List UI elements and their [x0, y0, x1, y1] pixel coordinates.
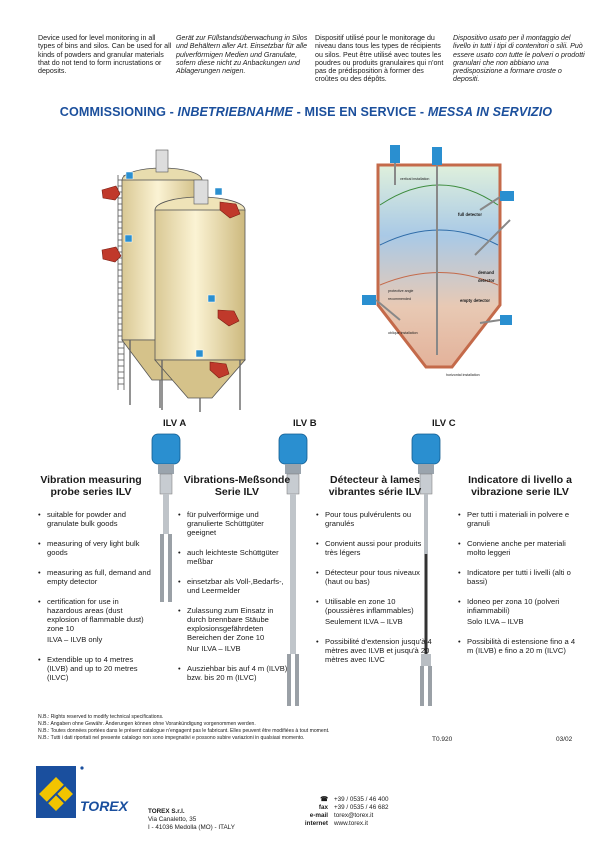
- list-item: •Possibilità di estensione fino a 4 m (I…: [458, 637, 576, 655]
- column-title-italian: Indicatore di livello a vibrazione serie…: [468, 474, 572, 498]
- list-item: •Utilisable en zone 10 (poussières infla…: [316, 597, 414, 626]
- list-item: •für pulverförmige und granulierte Schüt…: [178, 510, 264, 537]
- list-item: •Extendible up to 4 metres (ILVB) and up…: [38, 655, 138, 682]
- feature-list-english: •suitable for powder and granulate bulk …: [38, 510, 156, 693]
- website-link[interactable]: www.torex.it: [334, 820, 368, 827]
- phone-icon: ☎: [320, 796, 328, 803]
- list-item: •Conviene anche per materiali molto legg…: [458, 539, 566, 557]
- list-item: •einsetzbar als Voll-,Bedarfs-, und Leer…: [178, 577, 284, 595]
- company-city: I - 41036 Medolla (MO) - ITALY: [148, 824, 235, 831]
- torex-logo: TOREX: [36, 762, 136, 822]
- email-label: e-mail: [309, 812, 328, 819]
- label-demand-detector: demand detector: [478, 270, 495, 283]
- company-address: TOREX S.r.l. Via Canaletto, 35 I - 41036…: [148, 808, 235, 832]
- list-item: •auch leichteste Schüttgüter meßbar: [178, 548, 279, 566]
- probe-ilv-c-image: [406, 430, 446, 710]
- list-item: •measuring of very light bulk goods: [38, 539, 140, 557]
- note-german: N.B.: Angaben ohne Gewähr. Änderungen kö…: [38, 721, 256, 728]
- intro-english: Device used for level monitoring in all …: [38, 34, 172, 76]
- list-item: •measuring as full, demand and empty det…: [38, 568, 151, 586]
- label-oblique-installation: oblique installation: [388, 331, 418, 335]
- title-french: - MISE EN SERVICE -: [292, 105, 428, 119]
- email-link[interactable]: torex@torex.it: [334, 812, 374, 819]
- contact-values: +39 / 0535 / 46 400 +39 / 0535 / 46 682 …: [334, 796, 388, 828]
- label-full-detector: full detector: [458, 212, 482, 217]
- list-item: •Pour tous pulvérulents ou granulés: [316, 510, 412, 528]
- contact-labels: ☎ fax e-mail internet: [270, 796, 328, 828]
- list-item: •Ausziehbar bis auf 4 m (ILVB) bzw. bis …: [178, 664, 288, 682]
- document-code: T0.920: [432, 736, 453, 743]
- note-french: N.B.: Toutes données portées dans le pré…: [38, 728, 330, 735]
- company-street: Via Canaletto, 35: [148, 816, 197, 823]
- list-item: •certification for use in hazardous area…: [38, 597, 144, 644]
- list-item: •Détecteur pour tous niveaux (haut ou ba…: [316, 568, 420, 586]
- feature-list-german: •für pulverförmige und granulierte Schüt…: [178, 510, 290, 693]
- title-english: COMMISSIONING -: [59, 105, 178, 119]
- intro-italian: Dispositivo usato per il montaggio del l…: [453, 34, 585, 84]
- feature-list-french: •Pour tous pulvérulents ou granulés •Con…: [316, 510, 434, 675]
- label-horizontal-installation: horizontal installation: [446, 373, 480, 377]
- list-item: •Convient aussi pour produits très léger…: [316, 539, 422, 557]
- note-italian: N.B.: Tutti i dati riportati nel present…: [38, 735, 305, 742]
- list-item: •Per tutti i materiali in polvere e gran…: [458, 510, 570, 528]
- intro-german: Gerät zur Füllstandsüberwachung in Silos…: [176, 34, 308, 76]
- label-empty-detector: empty detector: [460, 298, 491, 303]
- silo-cross-section-diagram: vertical installation full detector dema…: [360, 145, 520, 395]
- list-item: •Possibilité d'extension jusqu'à 4 mètre…: [316, 637, 432, 664]
- probe-ilv-a-image: [146, 430, 186, 605]
- label-vertical-installation: vertical installation: [400, 177, 430, 181]
- section-title: COMMISSIONING - INBETRIEBNAHME - MISE EN…: [0, 105, 612, 119]
- list-item: •suitable for powder and granulate bulk …: [38, 510, 126, 528]
- logo-text: TOREX: [80, 798, 128, 814]
- phone-number: +39 / 0535 / 46 400: [334, 796, 389, 803]
- label-protective-angle: protective angle recommended: [388, 289, 414, 301]
- list-item: •Indicatore per tutti i livelli (alti o …: [458, 568, 571, 586]
- internet-label: internet: [304, 820, 328, 827]
- disclaimer-notes: N.B.: Rights reserved to modify technica…: [38, 714, 329, 742]
- intro-french: Dispositif utilisé pour le monitorage du…: [315, 34, 444, 84]
- column-title-french: Détecteur à lames vibrantes série ILV: [328, 474, 422, 498]
- column-title-english: Vibration measuring probe series ILV: [40, 474, 142, 498]
- probe-ilv-b-image: [273, 430, 313, 710]
- model-label-ilv-a: ILV A: [163, 418, 187, 429]
- title-italian: MESSA IN SERVIZIO: [427, 105, 553, 119]
- fax-number: +39 / 0535 / 46 682: [334, 804, 389, 811]
- list-item: •Zulassung zum Einsatz in durch brennbar…: [178, 606, 274, 653]
- model-label-ilv-b: ILV B: [293, 418, 317, 429]
- column-title-german: Vibrations-Meßsonde Serie ILV: [183, 474, 291, 498]
- document-date: 03/02: [556, 736, 573, 743]
- title-german: INBETRIEBNAHME: [177, 105, 293, 119]
- fax-label: fax: [318, 804, 328, 811]
- silos-illustration: [100, 140, 260, 415]
- list-item: •Idoneo per zona 10 (polveri infiammabil…: [458, 597, 560, 626]
- feature-list-italian: •Per tutti i materiali in polvere e gran…: [458, 510, 582, 666]
- model-label-ilv-c: ILV C: [432, 418, 456, 429]
- note-english: N.B.: Rights reserved to modify technica…: [38, 714, 164, 720]
- company-name: TOREX S.r.l.: [148, 808, 185, 815]
